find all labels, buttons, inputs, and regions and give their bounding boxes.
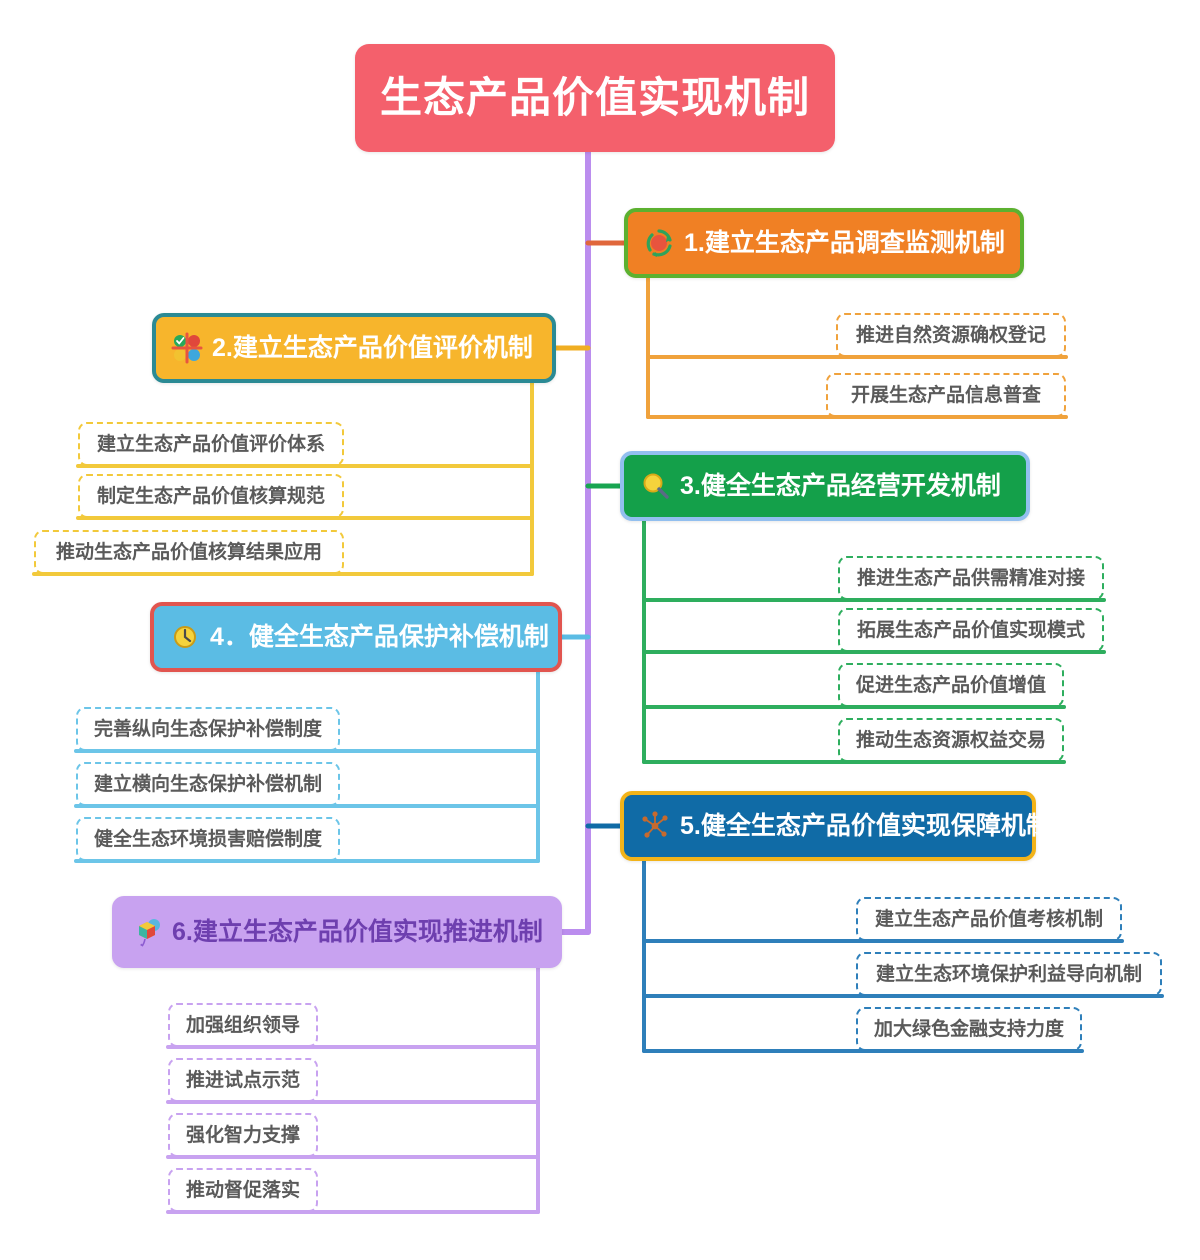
leaf-node-label: 建立生态环境保护利益导向机制 — [875, 963, 1142, 985]
leaf-node[interactable]: 完善纵向生态保护补偿制度 — [76, 707, 340, 751]
leaf-node-label: 推进生态产品供需精准对接 — [856, 567, 1085, 589]
leaf-node[interactable]: 健全生态环境损害赔偿制度 — [76, 817, 340, 861]
leaf-node-label: 完善纵向生态保护补偿制度 — [93, 718, 322, 740]
leaf-node-label: 推进试点示范 — [185, 1069, 300, 1091]
four-quadrant-icon — [170, 331, 204, 365]
leaf-node-label: 加大绿色金融支持力度 — [873, 1018, 1064, 1040]
leaf-node[interactable]: 制定生态产品价值核算规范 — [78, 474, 344, 518]
leaf-node-label: 促进生态产品价值增值 — [855, 674, 1046, 696]
leaf-node-label: 建立横向生态保护补偿机制 — [93, 773, 322, 795]
leaf-node-label: 制定生态产品价值核算规范 — [96, 485, 325, 507]
branch-node-b1[interactable]: 1.建立生态产品调查监测机制 — [624, 208, 1024, 278]
leaf-node[interactable]: 推动生态资源权益交易 — [838, 718, 1064, 762]
leaf-node-label: 拓展生态产品价值实现模式 — [856, 619, 1085, 641]
branch-node-b4[interactable]: 4．健全生态产品保护补偿机制 — [150, 602, 562, 672]
leaf-node[interactable]: 推进自然资源确权登记 — [836, 313, 1066, 357]
magnifier-icon — [638, 469, 672, 503]
leaf-node[interactable]: 建立横向生态保护补偿机制 — [76, 762, 340, 806]
branch-node-label: 6.建立生态产品价值实现推进机制 — [172, 917, 543, 946]
branch-node-b3[interactable]: 3.健全生态产品经营开发机制 — [620, 451, 1030, 521]
leaf-node-label: 推动生态资源权益交易 — [855, 729, 1046, 751]
leaf-node-label: 健全生态环境损害赔偿制度 — [93, 828, 322, 850]
leaf-node[interactable]: 推进生态产品供需精准对接 — [838, 556, 1104, 600]
network-icon — [638, 809, 672, 843]
branch-node-b5[interactable]: 5.健全生态产品价值实现保障机制 — [620, 791, 1051, 861]
root-node-label: 生态产品价值实现机制 — [379, 74, 810, 121]
leaf-node[interactable]: 建立生态环境保护利益导向机制 — [856, 952, 1162, 996]
branch-node-b6[interactable]: 6.建立生态产品价值实现推进机制 — [112, 896, 562, 968]
leaf-node[interactable]: 建立生态产品价值评价体系 — [78, 422, 344, 466]
branch-node-label: 2.建立生态产品价值评价机制 — [212, 333, 533, 362]
leaf-node[interactable]: 建立生态产品价值考核机制 — [856, 897, 1122, 941]
leaf-node-label: 建立生态产品价值评价体系 — [96, 433, 325, 455]
branch-node-label: 4．健全生态产品保护补偿机制 — [210, 622, 549, 651]
leaf-node[interactable]: 加大绿色金融支持力度 — [856, 1007, 1082, 1051]
leaf-node-label: 开展生态产品信息普查 — [850, 384, 1041, 406]
leaf-node-label: 建立生态产品价值考核机制 — [874, 908, 1103, 930]
leaf-node[interactable]: 推动生态产品价值核算结果应用 — [34, 530, 344, 574]
leaf-node-label: 加强组织领导 — [185, 1014, 300, 1036]
leaf-node[interactable]: 加强组织领导 — [168, 1003, 318, 1047]
leaf-node-label: 强化智力支撑 — [185, 1124, 300, 1146]
root-node[interactable]: 生态产品价值实现机制 — [355, 44, 835, 152]
leaf-node-label: 推动生态产品价值核算结果应用 — [55, 541, 322, 563]
leaf-node[interactable]: 促进生态产品价值增值 — [838, 663, 1064, 707]
leaf-node-label: 推动督促落实 — [185, 1179, 300, 1201]
branch-node-label: 5.健全生态产品价值实现保障机制 — [680, 811, 1051, 840]
branch-node-label: 1.建立生态产品调查监测机制 — [684, 228, 1005, 257]
recycle-icon — [642, 226, 676, 260]
leaf-node[interactable]: 开展生态产品信息普查 — [826, 373, 1066, 417]
leaf-node-label: 推进自然资源确权登记 — [855, 324, 1046, 346]
leaf-node[interactable]: 推动督促落实 — [168, 1168, 318, 1212]
branch-node-label: 3.健全生态产品经营开发机制 — [680, 471, 1001, 500]
cube-balloon-icon — [130, 915, 164, 949]
leaf-node[interactable]: 推进试点示范 — [168, 1058, 318, 1102]
clock-icon — [168, 620, 202, 654]
leaf-node[interactable]: 拓展生态产品价值实现模式 — [838, 608, 1104, 652]
branch-node-b2[interactable]: 2.建立生态产品价值评价机制 — [152, 313, 556, 383]
leaf-node[interactable]: 强化智力支撑 — [168, 1113, 318, 1157]
